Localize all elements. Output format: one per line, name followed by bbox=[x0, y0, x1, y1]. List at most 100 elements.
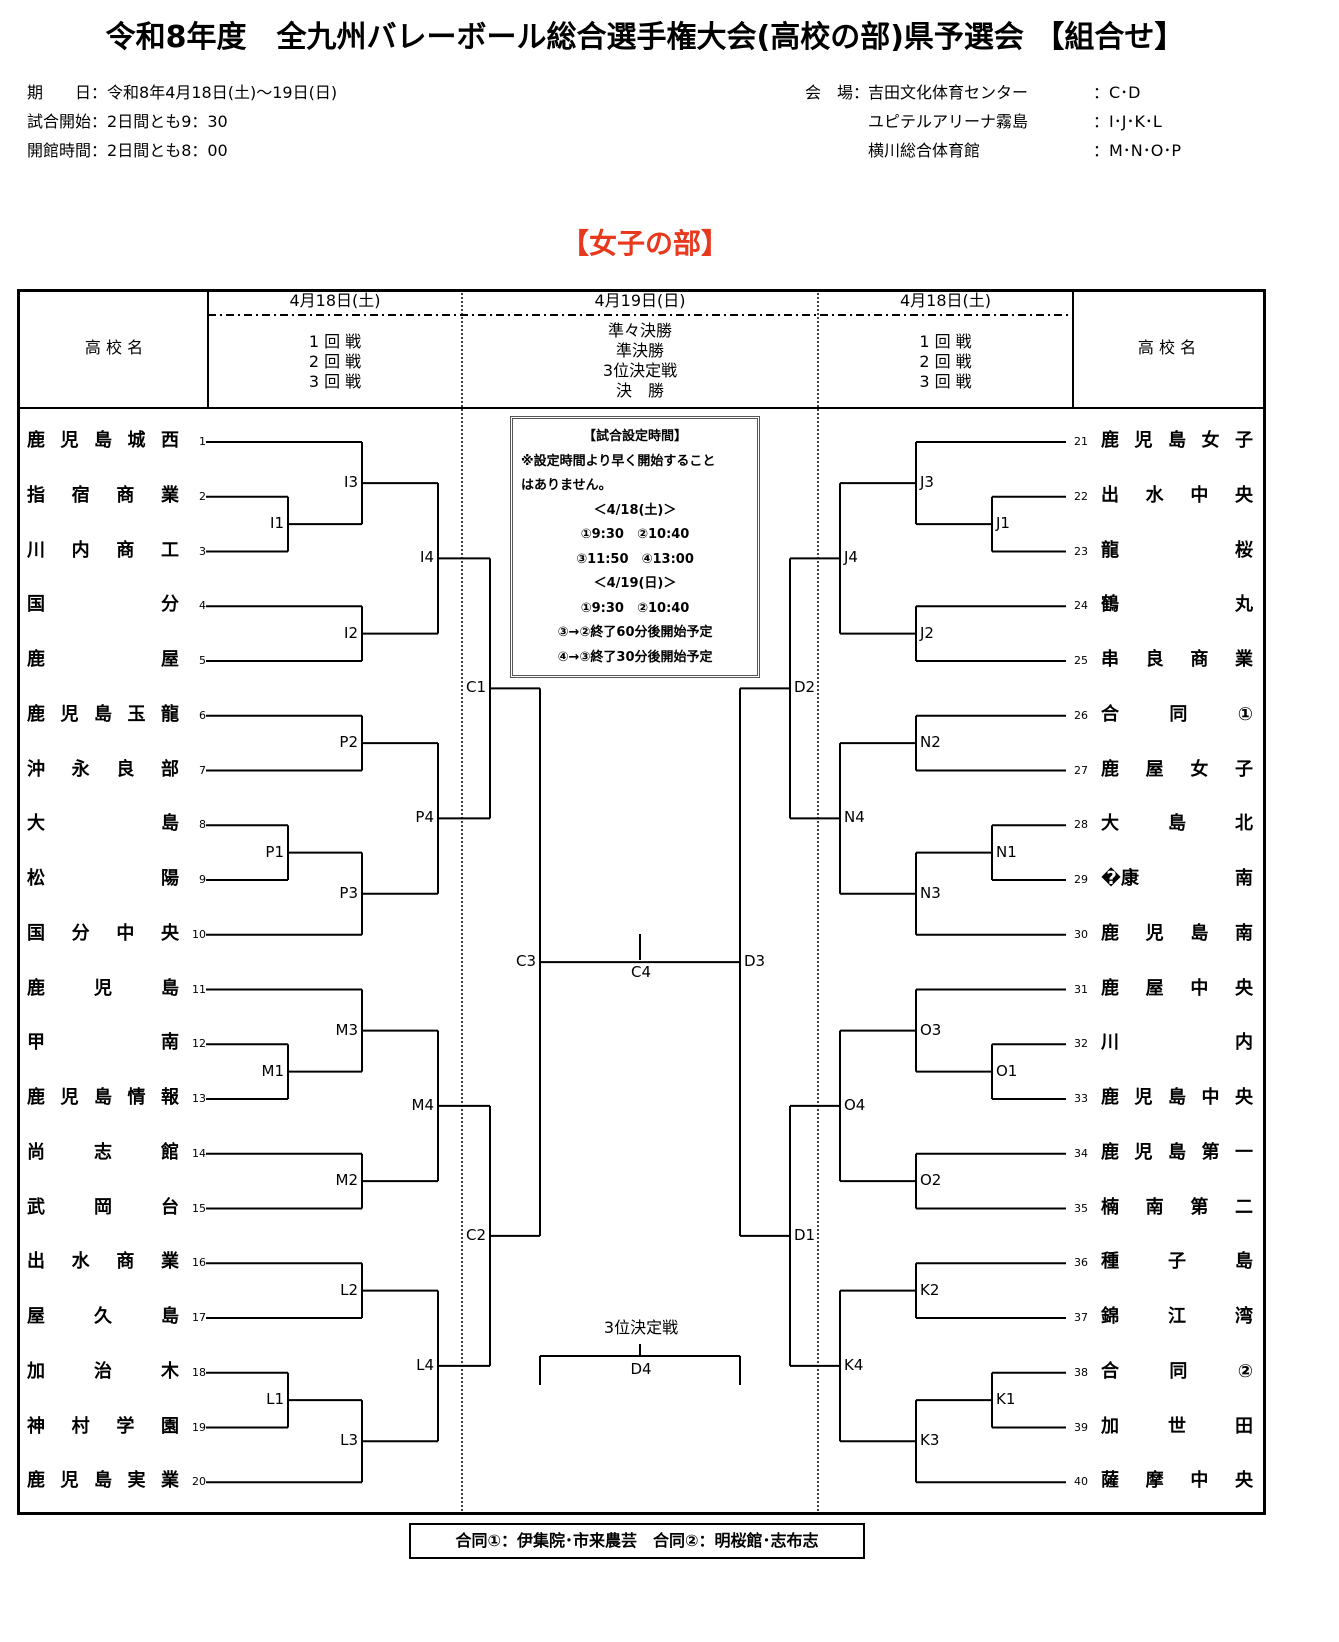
team-name-char: 出 bbox=[27, 1251, 45, 1273]
team-name-char: 子 bbox=[1235, 430, 1253, 451]
team-name-char: 鶴 bbox=[1101, 594, 1119, 616]
team-name: 鹿児島第一 bbox=[1101, 1141, 1253, 1165]
team-name: 鹿児島実業 bbox=[27, 1469, 179, 1493]
timebox-slots: ①9:30 ②10:40 bbox=[580, 600, 690, 616]
match-label: P3 bbox=[339, 883, 358, 902]
team-name-char: 島 bbox=[1235, 1251, 1253, 1273]
seed-number: 9 bbox=[199, 873, 206, 886]
team-name-char: 加 bbox=[27, 1360, 45, 1382]
team-name-char: 台 bbox=[161, 1196, 179, 1218]
team-name: 鹿児島南 bbox=[1101, 922, 1253, 946]
team-name: 尚志館 bbox=[27, 1141, 179, 1165]
team-name-char: 川 bbox=[27, 539, 45, 561]
team-name: 大島 bbox=[27, 812, 179, 836]
team-name-char: 北 bbox=[1235, 813, 1253, 835]
match-label: D1 bbox=[794, 1225, 816, 1244]
team-name-char: 江 bbox=[1168, 1306, 1186, 1327]
seed-number: 16 bbox=[192, 1256, 206, 1270]
seed-number: 24 bbox=[1074, 599, 1088, 613]
team-name: 龍桜 bbox=[1101, 539, 1253, 563]
seed-number: 18 bbox=[192, 1365, 206, 1379]
timebox-slots: ①9:30 ②10:40 bbox=[580, 527, 690, 542]
match-label: I4 bbox=[420, 548, 434, 567]
seed-number: 19 bbox=[192, 1420, 206, 1434]
team-name-char: ① bbox=[1237, 703, 1253, 725]
seed-number: 38 bbox=[1074, 1365, 1088, 1379]
team-name-char: 業 bbox=[1234, 649, 1253, 670]
team-name-char: 央 bbox=[1235, 1087, 1253, 1108]
seed-number: 30 bbox=[1074, 927, 1088, 941]
seed-number: 37 bbox=[1074, 1311, 1088, 1324]
seed-number: 21 bbox=[1074, 435, 1088, 448]
team-name: 鹿児島中央 bbox=[1101, 1086, 1253, 1110]
start-value: ：2日間とも9：30 bbox=[91, 112, 228, 131]
team-name: 鹿児島女子 bbox=[1101, 429, 1253, 453]
team-name-char: 島 bbox=[1168, 1087, 1186, 1108]
team-name-char: 田 bbox=[1235, 1415, 1253, 1437]
match-label: D2 bbox=[794, 678, 816, 697]
left-rounds: 1 回 戦 2 回 戦 3 回 戦 bbox=[208, 332, 462, 392]
team-name-char: 村 bbox=[71, 1415, 90, 1437]
right-date: 4月18日(土) bbox=[899, 291, 992, 310]
team-name-char: 出 bbox=[1101, 484, 1119, 506]
center-date: 4月19日(日) bbox=[594, 291, 686, 310]
team-name: 鶴丸 bbox=[1101, 593, 1253, 617]
team-name-char: 児 bbox=[1134, 1087, 1153, 1108]
team-name-char: 陽 bbox=[161, 868, 179, 889]
team-name-char: 児 bbox=[1145, 922, 1164, 944]
match-label: M2 bbox=[335, 1171, 359, 1190]
seed-number: 15 bbox=[192, 1201, 206, 1215]
team-name-char: 業 bbox=[160, 484, 179, 506]
seed-number: 36 bbox=[1074, 1256, 1088, 1270]
joint-team-footnote: 合同①：伊集院･市来農芸 合同②：明桜館･志布志 bbox=[409, 1523, 865, 1559]
seed-number: 35 bbox=[1074, 1201, 1088, 1215]
match-label: I2 bbox=[344, 623, 358, 642]
team-name-char: 内 bbox=[1235, 1032, 1253, 1054]
seed-number: 8 bbox=[199, 818, 206, 832]
team-name: 出水商業 bbox=[27, 1250, 179, 1274]
team-name-char: 鹿 bbox=[27, 1087, 45, 1108]
team-name: 鹿児島情報 bbox=[27, 1086, 179, 1110]
team-name-char: 鹿 bbox=[27, 703, 45, 725]
match-label: N4 bbox=[844, 808, 865, 827]
seed-number: 31 bbox=[1074, 982, 1088, 996]
team-name-char: 鹿 bbox=[27, 649, 45, 670]
match-label: P4 bbox=[415, 808, 434, 827]
team-name: �康南 bbox=[1101, 867, 1253, 891]
team-name: 楠南第二 bbox=[1101, 1196, 1253, 1220]
team-name-char: 武 bbox=[27, 1196, 45, 1218]
seed-number: 5 bbox=[199, 654, 206, 667]
team-name-char: 島 bbox=[94, 1470, 112, 1492]
round-label: 2 回 戦 bbox=[308, 352, 362, 371]
team-name-char: 世 bbox=[1168, 1415, 1186, 1437]
team-name-char: 西 bbox=[161, 430, 179, 451]
start-time-row: 試合開始：2日間とも9：30 bbox=[27, 108, 228, 132]
match-label: M1 bbox=[261, 1061, 285, 1080]
match-label: K2 bbox=[920, 1280, 940, 1299]
team-name-char: 女 bbox=[1190, 758, 1209, 780]
team-name-char: 女 bbox=[1201, 430, 1220, 451]
team-name-char: 龍 bbox=[1101, 539, 1119, 561]
match-label: N3 bbox=[920, 883, 941, 902]
seed-number: 27 bbox=[1074, 763, 1088, 777]
team-name-char: 中 bbox=[1190, 1470, 1209, 1492]
match-label: L4 bbox=[416, 1355, 434, 1374]
team-name-char: 島 bbox=[1168, 430, 1186, 451]
match-label: M4 bbox=[411, 1095, 435, 1114]
team-name-char: 商 bbox=[116, 484, 135, 506]
match-label: N2 bbox=[920, 733, 941, 752]
venue-label: 会 場： bbox=[805, 83, 870, 102]
seed-number: 29 bbox=[1074, 873, 1088, 886]
team-name-char: 児 bbox=[60, 703, 79, 725]
team-name-char: 川 bbox=[1101, 1032, 1119, 1054]
team-name-char: 鹿 bbox=[27, 430, 45, 451]
team-name-char: 串 bbox=[1101, 649, 1119, 670]
team-name-char: 湾 bbox=[1235, 1306, 1253, 1327]
team-name-char: 摩 bbox=[1145, 1470, 1164, 1492]
team-name-char: 南 bbox=[1234, 922, 1253, 944]
team-name-char: 中 bbox=[1201, 1087, 1220, 1108]
seed-number: 1 bbox=[199, 435, 206, 448]
seed-number: 7 bbox=[199, 763, 206, 777]
team-name-char: 宿 bbox=[71, 484, 90, 506]
